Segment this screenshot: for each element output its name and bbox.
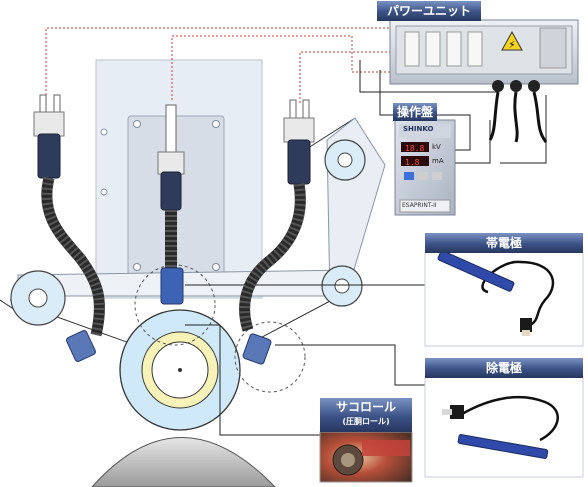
saco-roll-subtitle: (圧胴ロール)	[342, 417, 390, 426]
power-unit-device: ⚡	[389, 19, 579, 143]
electrode-arm-left	[33, 94, 105, 362]
electrode-arm-right	[239, 99, 315, 365]
saco-roll	[119, 309, 241, 431]
control-panel-model: ESAPRINT-II	[402, 202, 437, 209]
saco-roll-title: サコロール	[335, 400, 396, 414]
roller-top-right	[324, 139, 366, 181]
svg-text:18.8: 18.8	[405, 144, 424, 153]
warning-icon	[501, 30, 523, 51]
control-panel-kv-unit: kV	[432, 143, 441, 151]
discharging-electrode-label: 除電極	[425, 358, 583, 378]
charging-electrode-label: 帯電極	[425, 233, 583, 253]
discharging-electrode-photo	[424, 376, 584, 478]
saco-roll-photo	[319, 431, 413, 483]
impression-drum	[91, 437, 276, 487]
control-panel-device: 18.8 1.8	[394, 119, 456, 216]
saco-roll-label: サコロール (圧胴ロール)	[320, 398, 412, 432]
power-unit-label: パワーユニット	[377, 1, 481, 21]
svg-text:⚡: ⚡	[508, 40, 515, 51]
svg-text:1.8: 1.8	[405, 158, 420, 167]
control-panel-ma-unit: mA	[432, 157, 444, 165]
roller-left	[10, 270, 66, 326]
control-panel-label: 操作盤	[393, 103, 437, 121]
machine-frame	[95, 59, 263, 299]
control-panel-brand: SHINKO	[403, 125, 434, 133]
highlight-circle-right	[234, 321, 306, 393]
charging-electrode-photo	[424, 250, 584, 347]
electrode-arm-center	[157, 104, 185, 305]
roller-right	[321, 265, 363, 307]
